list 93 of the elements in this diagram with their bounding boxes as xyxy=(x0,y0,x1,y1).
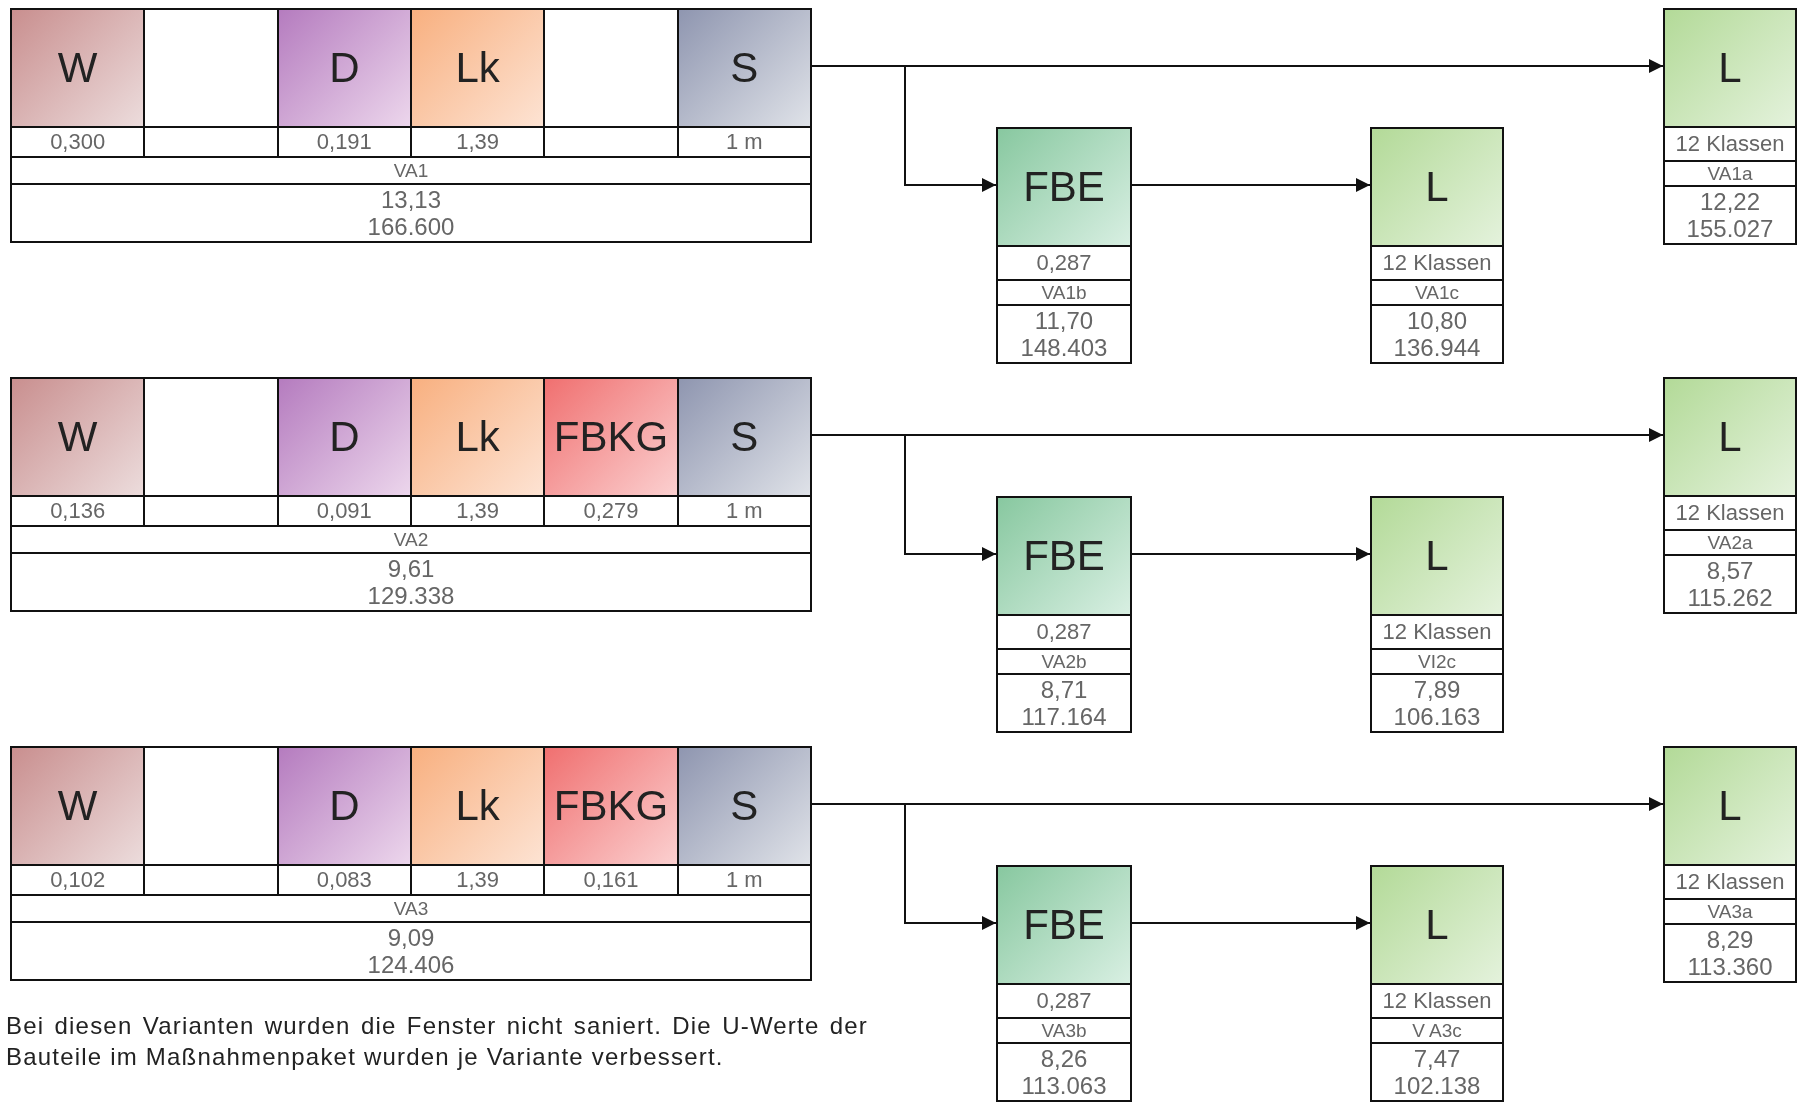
value-text: 155.027 xyxy=(1686,215,1774,242)
component-card xyxy=(1370,127,1504,364)
component-value: 12 Klassen xyxy=(1665,864,1795,898)
value-text: 11,70 xyxy=(1034,307,1094,334)
value-text: 8,26 xyxy=(1040,1045,1088,1072)
variant-label: VA2b xyxy=(998,648,1130,673)
component-value: 12 Klassen xyxy=(1372,614,1502,648)
component-card xyxy=(996,865,1132,1102)
value-text: 8,29 xyxy=(1706,926,1754,953)
result-card xyxy=(10,894,812,981)
component-value: 12 Klassen xyxy=(1665,126,1795,160)
component-value: 12 Klassen xyxy=(1372,245,1502,279)
component-card xyxy=(1663,8,1797,245)
value-text: 166.600 xyxy=(367,213,455,240)
variant-label: VA3 xyxy=(392,896,430,921)
component-code: Lk xyxy=(412,10,544,126)
value-text: 12,22 xyxy=(1699,188,1761,215)
component-card xyxy=(1370,865,1504,1102)
component-code: W xyxy=(12,379,144,495)
component-code: FBKG xyxy=(545,748,677,864)
component-card xyxy=(10,746,146,896)
component-value: 0,287 xyxy=(998,614,1130,648)
component-code: Lk xyxy=(412,748,544,864)
component-code: W xyxy=(12,748,144,864)
value-text: 113.360 xyxy=(1687,953,1773,980)
value-text: 9,61 xyxy=(387,555,435,582)
component-code: L xyxy=(1665,10,1795,126)
component-code: L xyxy=(1372,867,1502,983)
component-code: L xyxy=(1665,379,1795,495)
result-card xyxy=(10,525,812,612)
value-text: 7,89 xyxy=(1413,676,1461,703)
component-card xyxy=(676,746,812,896)
component-value: 0,287 xyxy=(998,245,1130,279)
component-code: L xyxy=(1372,498,1502,614)
component-card xyxy=(1370,496,1504,733)
component-code: FBE xyxy=(998,498,1130,614)
component-card xyxy=(996,496,1132,733)
value-text: 13,13 xyxy=(380,186,442,213)
variant-label: VA1a xyxy=(1665,160,1795,185)
component-code: D xyxy=(278,10,410,126)
component-code: S xyxy=(678,10,810,126)
component-card xyxy=(676,8,812,158)
variant-label: VA1b xyxy=(998,279,1130,304)
variant-label: VI2c xyxy=(1372,648,1502,673)
value-text: 136.944 xyxy=(1393,334,1481,361)
value-text: 106.163 xyxy=(1393,703,1481,730)
variant-label: VA3b xyxy=(998,1017,1130,1042)
component-card xyxy=(996,127,1132,364)
value-text: 129.338 xyxy=(367,582,455,609)
component-code: W xyxy=(12,10,144,126)
variant-label: VA2a xyxy=(1665,529,1795,554)
component-value: 0,287 xyxy=(998,983,1130,1017)
component-card xyxy=(1663,746,1797,983)
arrow xyxy=(811,803,997,930)
variant-label: VA1c xyxy=(1372,279,1502,304)
component-card xyxy=(676,377,812,527)
value-text: 9,09 xyxy=(387,924,435,951)
component-code: FBKG xyxy=(545,379,677,495)
component-card xyxy=(10,377,146,527)
value-text: 124.406 xyxy=(367,951,455,978)
arrow xyxy=(811,65,997,192)
arrow xyxy=(811,434,997,561)
value-text: 10,80 xyxy=(1406,307,1468,334)
component-code: Lk xyxy=(412,379,544,495)
value-text: 113.063 xyxy=(1021,1072,1107,1099)
component-card xyxy=(1663,377,1797,614)
arrow xyxy=(1131,916,1371,930)
value-text: 148.403 xyxy=(1020,334,1108,361)
component-code: S xyxy=(678,379,810,495)
value-text: 8,71 xyxy=(1040,676,1088,703)
component-code: S xyxy=(678,748,810,864)
component-code: L xyxy=(1665,748,1795,864)
value-text: 102.138 xyxy=(1393,1072,1481,1099)
component-code: FBE xyxy=(998,129,1130,245)
component-card xyxy=(10,8,146,158)
result-card xyxy=(10,156,812,243)
caption-text: Bei diesen Varianten wurden die Fenster nicht saniert. Die U-Werte der Bauteile im Maßnahmenpaket wurden je Variante verbessert. xyxy=(6,1011,868,1072)
component-value: 12 Klassen xyxy=(1372,983,1502,1017)
value-text: 117.164 xyxy=(1021,703,1107,730)
variant-label: VA2 xyxy=(392,527,430,552)
arrow xyxy=(1131,178,1371,192)
value-text: 7,47 xyxy=(1413,1045,1461,1072)
component-code: D xyxy=(278,379,410,495)
variant-label: V A3c xyxy=(1372,1017,1502,1042)
component-value: 12 Klassen xyxy=(1665,495,1795,529)
value-text: 8,57 xyxy=(1706,557,1754,584)
variant-label: VA3a xyxy=(1665,898,1795,923)
value-text: 115.262 xyxy=(1687,584,1773,611)
variant-label: VA1 xyxy=(392,158,430,183)
component-code: FBE xyxy=(998,867,1130,983)
arrow xyxy=(1131,547,1371,561)
component-code: D xyxy=(278,748,410,864)
component-code: L xyxy=(1372,129,1502,245)
